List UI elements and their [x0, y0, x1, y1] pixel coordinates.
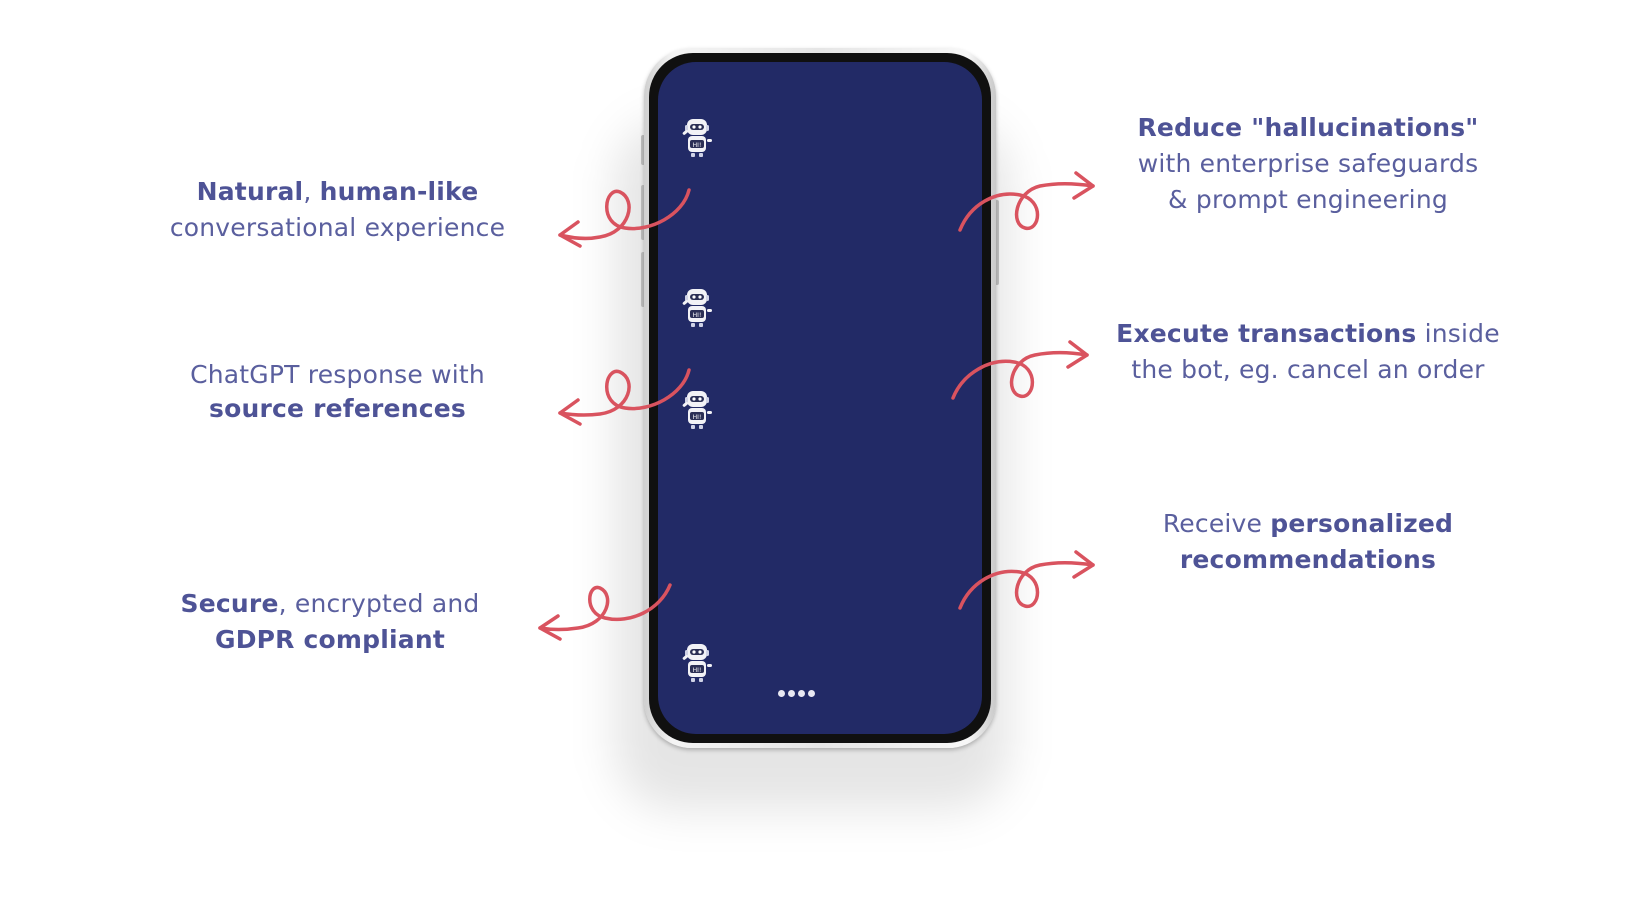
typing-dot: [798, 690, 805, 697]
feature-bold: personalized: [1270, 509, 1454, 538]
chatbot-avatar-icon: HI!: [682, 644, 712, 682]
chatbot-avatar-icon: HI!: [682, 289, 712, 327]
feature-bold: source references: [209, 394, 466, 423]
feature-line: source references: [165, 392, 510, 426]
feature-source-references: ChatGPT response with source references: [165, 358, 510, 426]
chat-screen: HI! HI!: [658, 62, 982, 734]
feature-line: recommendations: [1108, 542, 1508, 578]
feature-text: , encrypted and: [278, 589, 480, 618]
feature-line: the bot, eg. cancel an order: [1131, 355, 1485, 384]
feature-line: GDPR compliant: [160, 622, 500, 658]
phone-bezel: HI! HI!: [649, 53, 991, 743]
bot-badge: HI!: [693, 667, 702, 674]
feature-text: Receive: [1162, 509, 1271, 538]
feature-bold: human-like: [319, 177, 479, 206]
feature-secure: Secure, encrypted and GDPR compliant: [160, 586, 500, 658]
feature-line: & prompt engineering: [1168, 185, 1448, 214]
typing-dot: [808, 690, 815, 697]
chatbot-avatar-icon: HI!: [682, 391, 712, 429]
feature-line: Execute transactions inside: [1108, 316, 1508, 352]
feature-bold: Execute transactions: [1116, 319, 1417, 348]
arrowhead-icon: [558, 398, 582, 426]
feature-text: ,: [303, 177, 320, 206]
phone-side-button: [995, 200, 999, 285]
phone-frame: HI! HI!: [644, 48, 996, 748]
feature-bold: Natural: [196, 177, 304, 206]
feature-personalized-recommendations: Receive personalized recommendations: [1108, 506, 1508, 578]
feature-line: with enterprise safeguards: [1137, 149, 1479, 178]
feature-line: conversational experience: [169, 213, 506, 242]
arrowhead-icon: [1072, 550, 1095, 579]
feature-line: Reduce "hallucinations": [1108, 110, 1508, 146]
phone-side-button: [641, 135, 645, 165]
arrowhead-icon: [558, 220, 582, 248]
feature-bold: Secure: [180, 589, 279, 618]
feature-text: inside: [1416, 319, 1500, 348]
chatbot-avatar-icon: HI!: [682, 119, 712, 157]
typing-indicator: [778, 690, 815, 697]
arrowhead-icon: [1072, 171, 1095, 200]
bot-badge: HI!: [693, 414, 702, 421]
feature-line: Natural, human-like: [150, 174, 525, 210]
feature-line: Secure, encrypted and: [160, 586, 500, 622]
feature-bold: recommendations: [1179, 545, 1437, 574]
feature-reduce-hallucinations: Reduce "hallucinations" with enterprise …: [1108, 110, 1508, 218]
feature-natural-conversation: Natural, human-like conversational exper…: [150, 174, 525, 246]
typing-dot: [788, 690, 795, 697]
bot-badge: HI!: [693, 142, 702, 149]
typing-dot: [778, 690, 785, 697]
feature-bold: GDPR compliant: [214, 625, 446, 654]
arrowhead-icon: [1066, 340, 1089, 369]
feature-bold: Reduce "hallucinations": [1137, 113, 1479, 142]
phone-side-button: [641, 252, 645, 307]
feature-line: ChatGPT response with: [190, 360, 485, 389]
feature-line: Receive personalized: [1108, 506, 1508, 542]
bot-badge: HI!: [693, 312, 702, 319]
arrowhead-icon: [538, 614, 562, 641]
feature-execute-transactions: Execute transactions inside the bot, eg.…: [1108, 316, 1508, 388]
